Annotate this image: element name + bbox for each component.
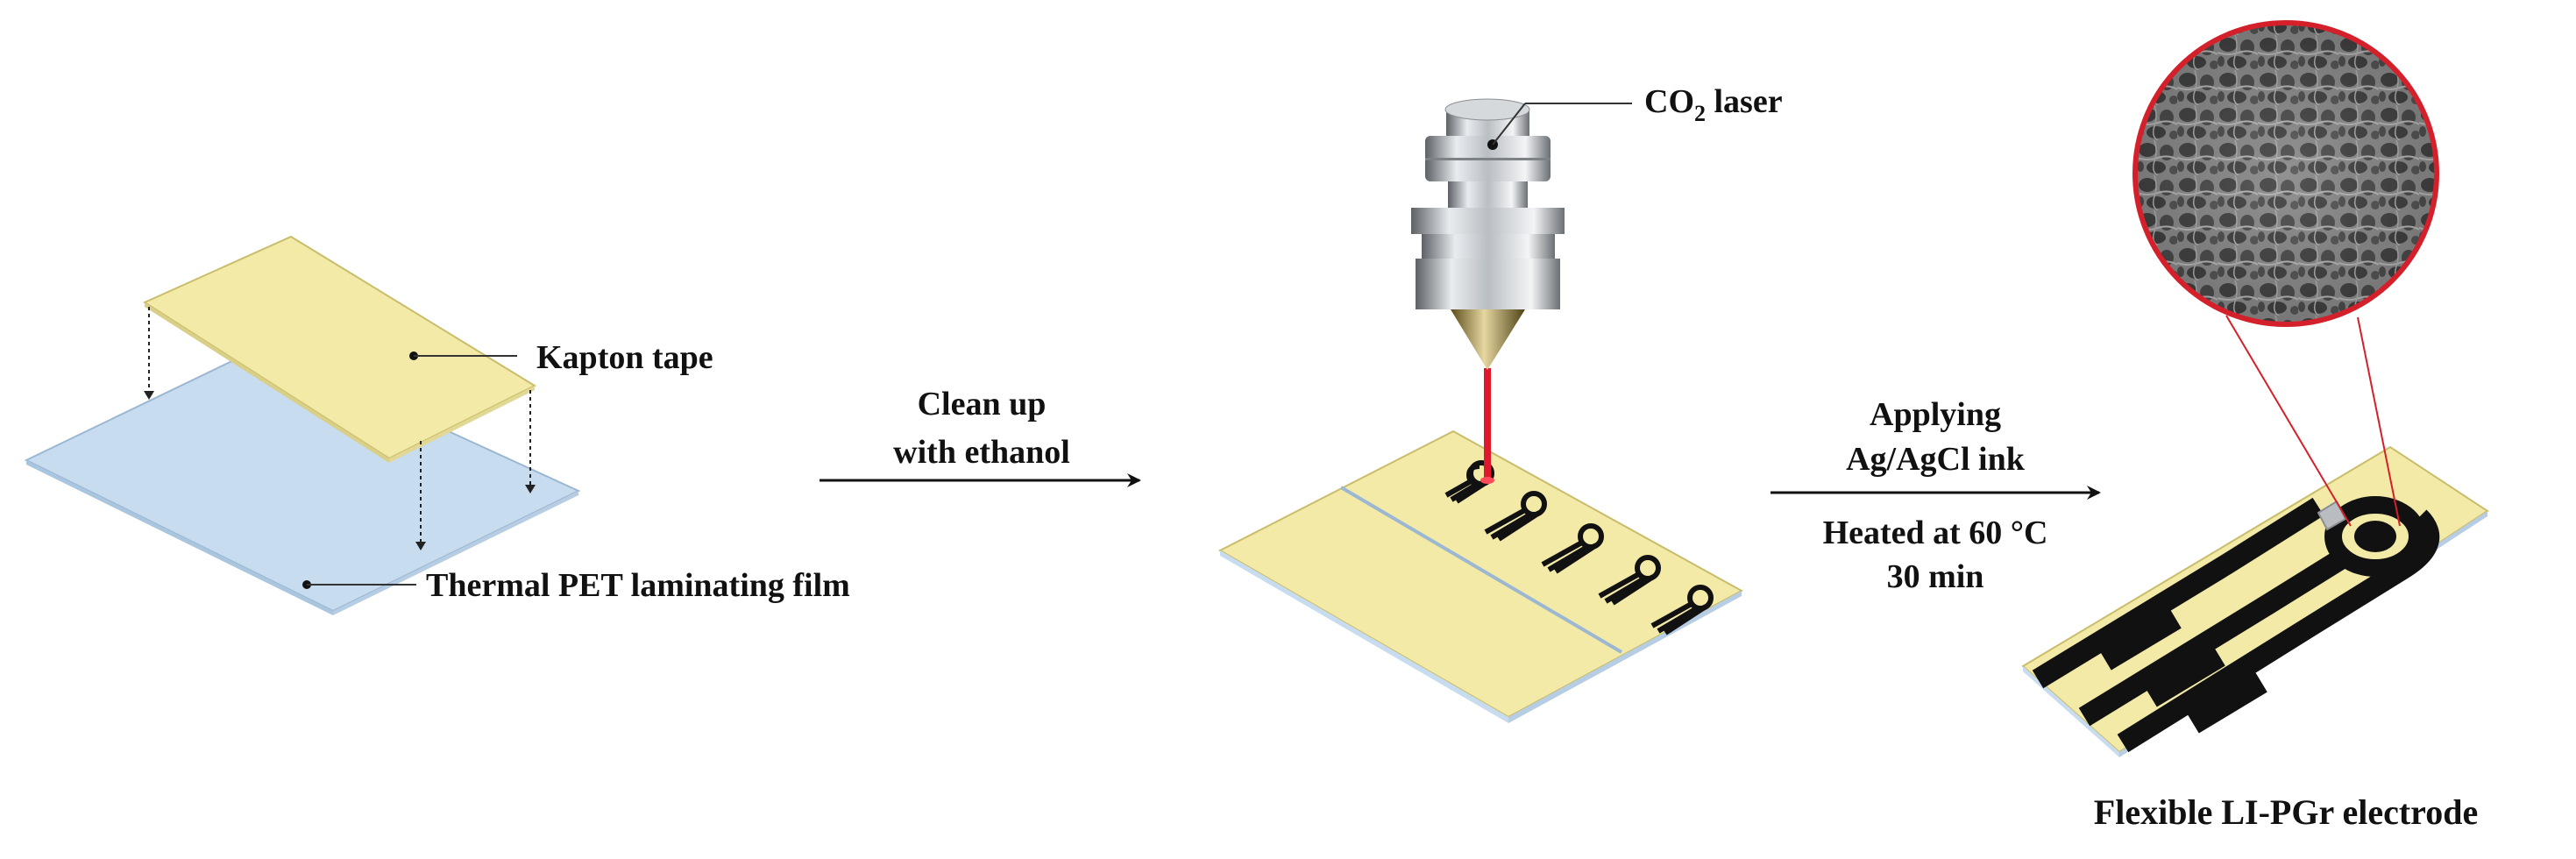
- arrow1-line2: with ethanol: [893, 434, 1070, 471]
- engraved-patterns: [1444, 460, 1714, 635]
- arrow2-line2: Ag/AgCl ink: [1846, 441, 2026, 478]
- laser-label-main: CO: [1644, 83, 1694, 120]
- pet-film-label: Thermal PET laminating film: [426, 567, 850, 604]
- kapton-tape-label: Kapton tape: [536, 339, 713, 376]
- sem-zoom-image: [2135, 23, 2437, 324]
- working-electrode: [2354, 521, 2396, 552]
- step1-layers: Kapton tape Thermal PET laminating film: [24, 235, 850, 615]
- laser-label-tail: laser: [1706, 83, 1783, 120]
- step2-laser-engraving: CO2 laser: [1217, 83, 1783, 723]
- arrow2-line1: Applying: [1870, 396, 2001, 433]
- laminated-substrate: [1217, 430, 1744, 719]
- arrow-apply-ink: Applying Ag/AgCl ink Heated at 60 °C 30 …: [1771, 396, 2101, 595]
- laser-label-sub: 2: [1694, 101, 1706, 126]
- arrow2-line3: Heated at 60 °C: [1823, 515, 2048, 551]
- laser-label: CO2 laser: [1644, 83, 1783, 126]
- alignment-guides: [148, 307, 531, 543]
- electrode-caption: Flexible LI-PGr electrode: [2094, 792, 2478, 832]
- sem-zoom-ring: [2132, 20, 2439, 327]
- guide-arrowheads: [144, 391, 536, 550]
- arrow-clean-up: Clean up with ethanol: [820, 386, 1141, 487]
- step3-electrode: Flexible LI-PGr electrode: [2021, 20, 2489, 832]
- arrow2-line4: 30 min: [1887, 558, 1984, 595]
- co2-laser-head: [1411, 98, 1565, 370]
- counter-electrode: [2324, 496, 2426, 577]
- reference-electrode-agagcl: [2317, 500, 2347, 531]
- arrow1-line1: Clean up: [918, 386, 1047, 422]
